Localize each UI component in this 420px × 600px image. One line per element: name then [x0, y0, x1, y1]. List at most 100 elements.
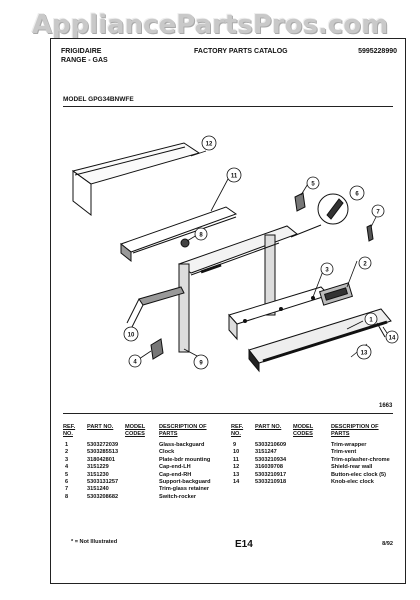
callout-label-9: 9 [199, 361, 203, 367]
parts-catalog-page: FRIGIDAIRE RANGE - GAS FACTORY PARTS CAT… [50, 38, 406, 584]
legend-ref-number: 7 [65, 486, 69, 493]
parts-legend-right: REF. NO. PART NO. MODEL CODES DESCRIPTIO… [231, 424, 401, 524]
part-10-trim-vent [126, 286, 185, 330]
col-header-part: PART NO. [255, 424, 282, 430]
callout-label-4: 4 [133, 360, 137, 366]
callout-label-14: 14 [389, 336, 396, 342]
legend-ref-number: 10 [233, 449, 240, 456]
legend-part-description: Trim-glass retainer [159, 486, 210, 493]
part-6-support-backguard [290, 193, 349, 238]
legend-ref-number: 3 [65, 456, 69, 463]
callout-label-5: 5 [311, 182, 315, 188]
watermark-text: AppliancePartsPros.com [31, 10, 389, 40]
legend-part-number: 3151240 [87, 486, 109, 493]
legend-part-number: 5303285513 [87, 449, 119, 456]
part-14-clock-knob [376, 322, 386, 338]
model-number: MODEL GPG34BNWFE [63, 96, 134, 103]
callout-circle-3 [320, 262, 334, 276]
callout-circle-12 [201, 135, 217, 151]
legend-part-description: Cap-end-LH [159, 464, 191, 471]
callout-circle-5 [306, 176, 320, 190]
legend-part-description: Switch-rocker [159, 493, 196, 500]
legend-part-number: 3151230 [87, 471, 109, 478]
catalog-title: FACTORY PARTS CATALOG [194, 48, 288, 55]
callout-circle-14 [385, 330, 399, 344]
col-header-description: DESCRIPTION OF PARTS [159, 424, 207, 437]
callout-circle-11 [226, 167, 242, 183]
legend-ref-number: 6 [65, 479, 69, 485]
footnote: * = Not Illustrated [71, 539, 118, 545]
part-7-trim-glass-retainer [366, 224, 374, 242]
legend-part-description: Plate-bdr mounting [159, 456, 211, 463]
callout-label-1: 1 [369, 318, 373, 324]
col-header-description: DESCRIPTION OF PARTS [331, 424, 379, 437]
legend-ref-number: 8 [65, 493, 69, 500]
legend-part-description: Trim-vent [331, 449, 357, 456]
callout-label-2: 2 [363, 262, 367, 268]
callout-label-7: 7 [376, 210, 380, 216]
legend-part-number: 318042801 [87, 456, 115, 463]
callout-circle-1 [364, 312, 378, 326]
revision-date: 8/92 [382, 541, 393, 547]
col-header-part: PART NO. [87, 424, 114, 430]
legend-ref-number: 12 [233, 464, 240, 471]
figure-code: 1663 [379, 403, 393, 409]
catalog-number: 5995228990 [358, 48, 397, 55]
page-number: E14 [235, 539, 253, 550]
callout-circle-6 [349, 185, 365, 201]
legend-ref-number: 4 [65, 464, 69, 471]
legend-part-description: Shield-rear wall [331, 464, 373, 471]
col-header-ref: REF. NO. [231, 424, 244, 437]
part-4-end-cap-lh [150, 338, 164, 360]
legend-ref-number: 9 [233, 442, 237, 448]
part-1-glass-panel [248, 308, 392, 373]
legend-part-number: 5303210918 [255, 479, 287, 485]
callout-label-3: 3 [325, 268, 329, 274]
callout-circle-4 [128, 354, 142, 368]
legend-part-number: 316039708 [255, 464, 283, 471]
legend-part-number: 5303210917 [255, 471, 287, 478]
legend-part-number: 5303210934 [255, 456, 287, 463]
top-divider [63, 106, 393, 107]
exploded-parts-diagram: 12 11 5 6 7 8 2 3 10 [71, 135, 399, 373]
legend-part-description: Support-backguard [159, 479, 211, 485]
legend-part-description: Trim-wrapper [331, 442, 367, 448]
legend-ref-number: 1 [65, 442, 69, 448]
callout-label-11: 11 [231, 174, 238, 180]
legend-part-description: Clock [159, 449, 175, 456]
legend-ref-number: 5 [65, 471, 69, 478]
callout-label-8: 8 [199, 233, 203, 239]
legend-ref-number: 11 [233, 456, 239, 463]
callout-label-13: 13 [361, 351, 368, 357]
legend-part-number: 3151229 [87, 464, 109, 471]
callout-circle-2 [358, 256, 372, 270]
legend-part-description: Glass-backguard [159, 442, 205, 448]
product-type: RANGE - GAS [61, 57, 108, 64]
col-header-model-codes: MODEL CODES [125, 424, 146, 437]
callout-circle-13 [356, 344, 372, 360]
legend-part-number: 5303131257 [87, 479, 119, 485]
legend-part-description: Knob-elec clock [331, 479, 374, 485]
col-header-ref: REF. NO. [63, 424, 76, 437]
part-11-trim-splasher [119, 206, 238, 263]
legend-part-description: Button-elec clock (5) [331, 471, 387, 478]
part-12-glass-backguard [71, 142, 201, 217]
col-header-model-codes: MODEL CODES [293, 424, 314, 437]
legend-part-number: 5303210609 [255, 442, 287, 448]
parts-legend-left: REF. NO. PART NO. MODEL CODES DESCRIPTIO… [63, 424, 233, 524]
header-left: FRIGIDAIRE RANGE - GAS [61, 47, 108, 65]
legend-divider [63, 413, 393, 414]
legend-part-description: Trim-splasher-chrome [331, 456, 390, 463]
part-9-trim-wrapper [177, 225, 299, 353]
callout-circle-8 [194, 227, 208, 241]
callout-circle-7 [371, 204, 385, 218]
callout-label-12: 12 [206, 142, 213, 148]
part-2-clock [318, 282, 354, 306]
callout-circle-9 [193, 354, 209, 370]
callout-circle-10 [123, 326, 139, 342]
legend-part-number: 5303272039 [87, 442, 119, 448]
legend-ref-number: 2 [65, 449, 69, 456]
part-5-end-cap-rh [294, 192, 306, 212]
callout-label-10: 10 [128, 333, 135, 339]
callout-label-6: 6 [355, 192, 359, 198]
